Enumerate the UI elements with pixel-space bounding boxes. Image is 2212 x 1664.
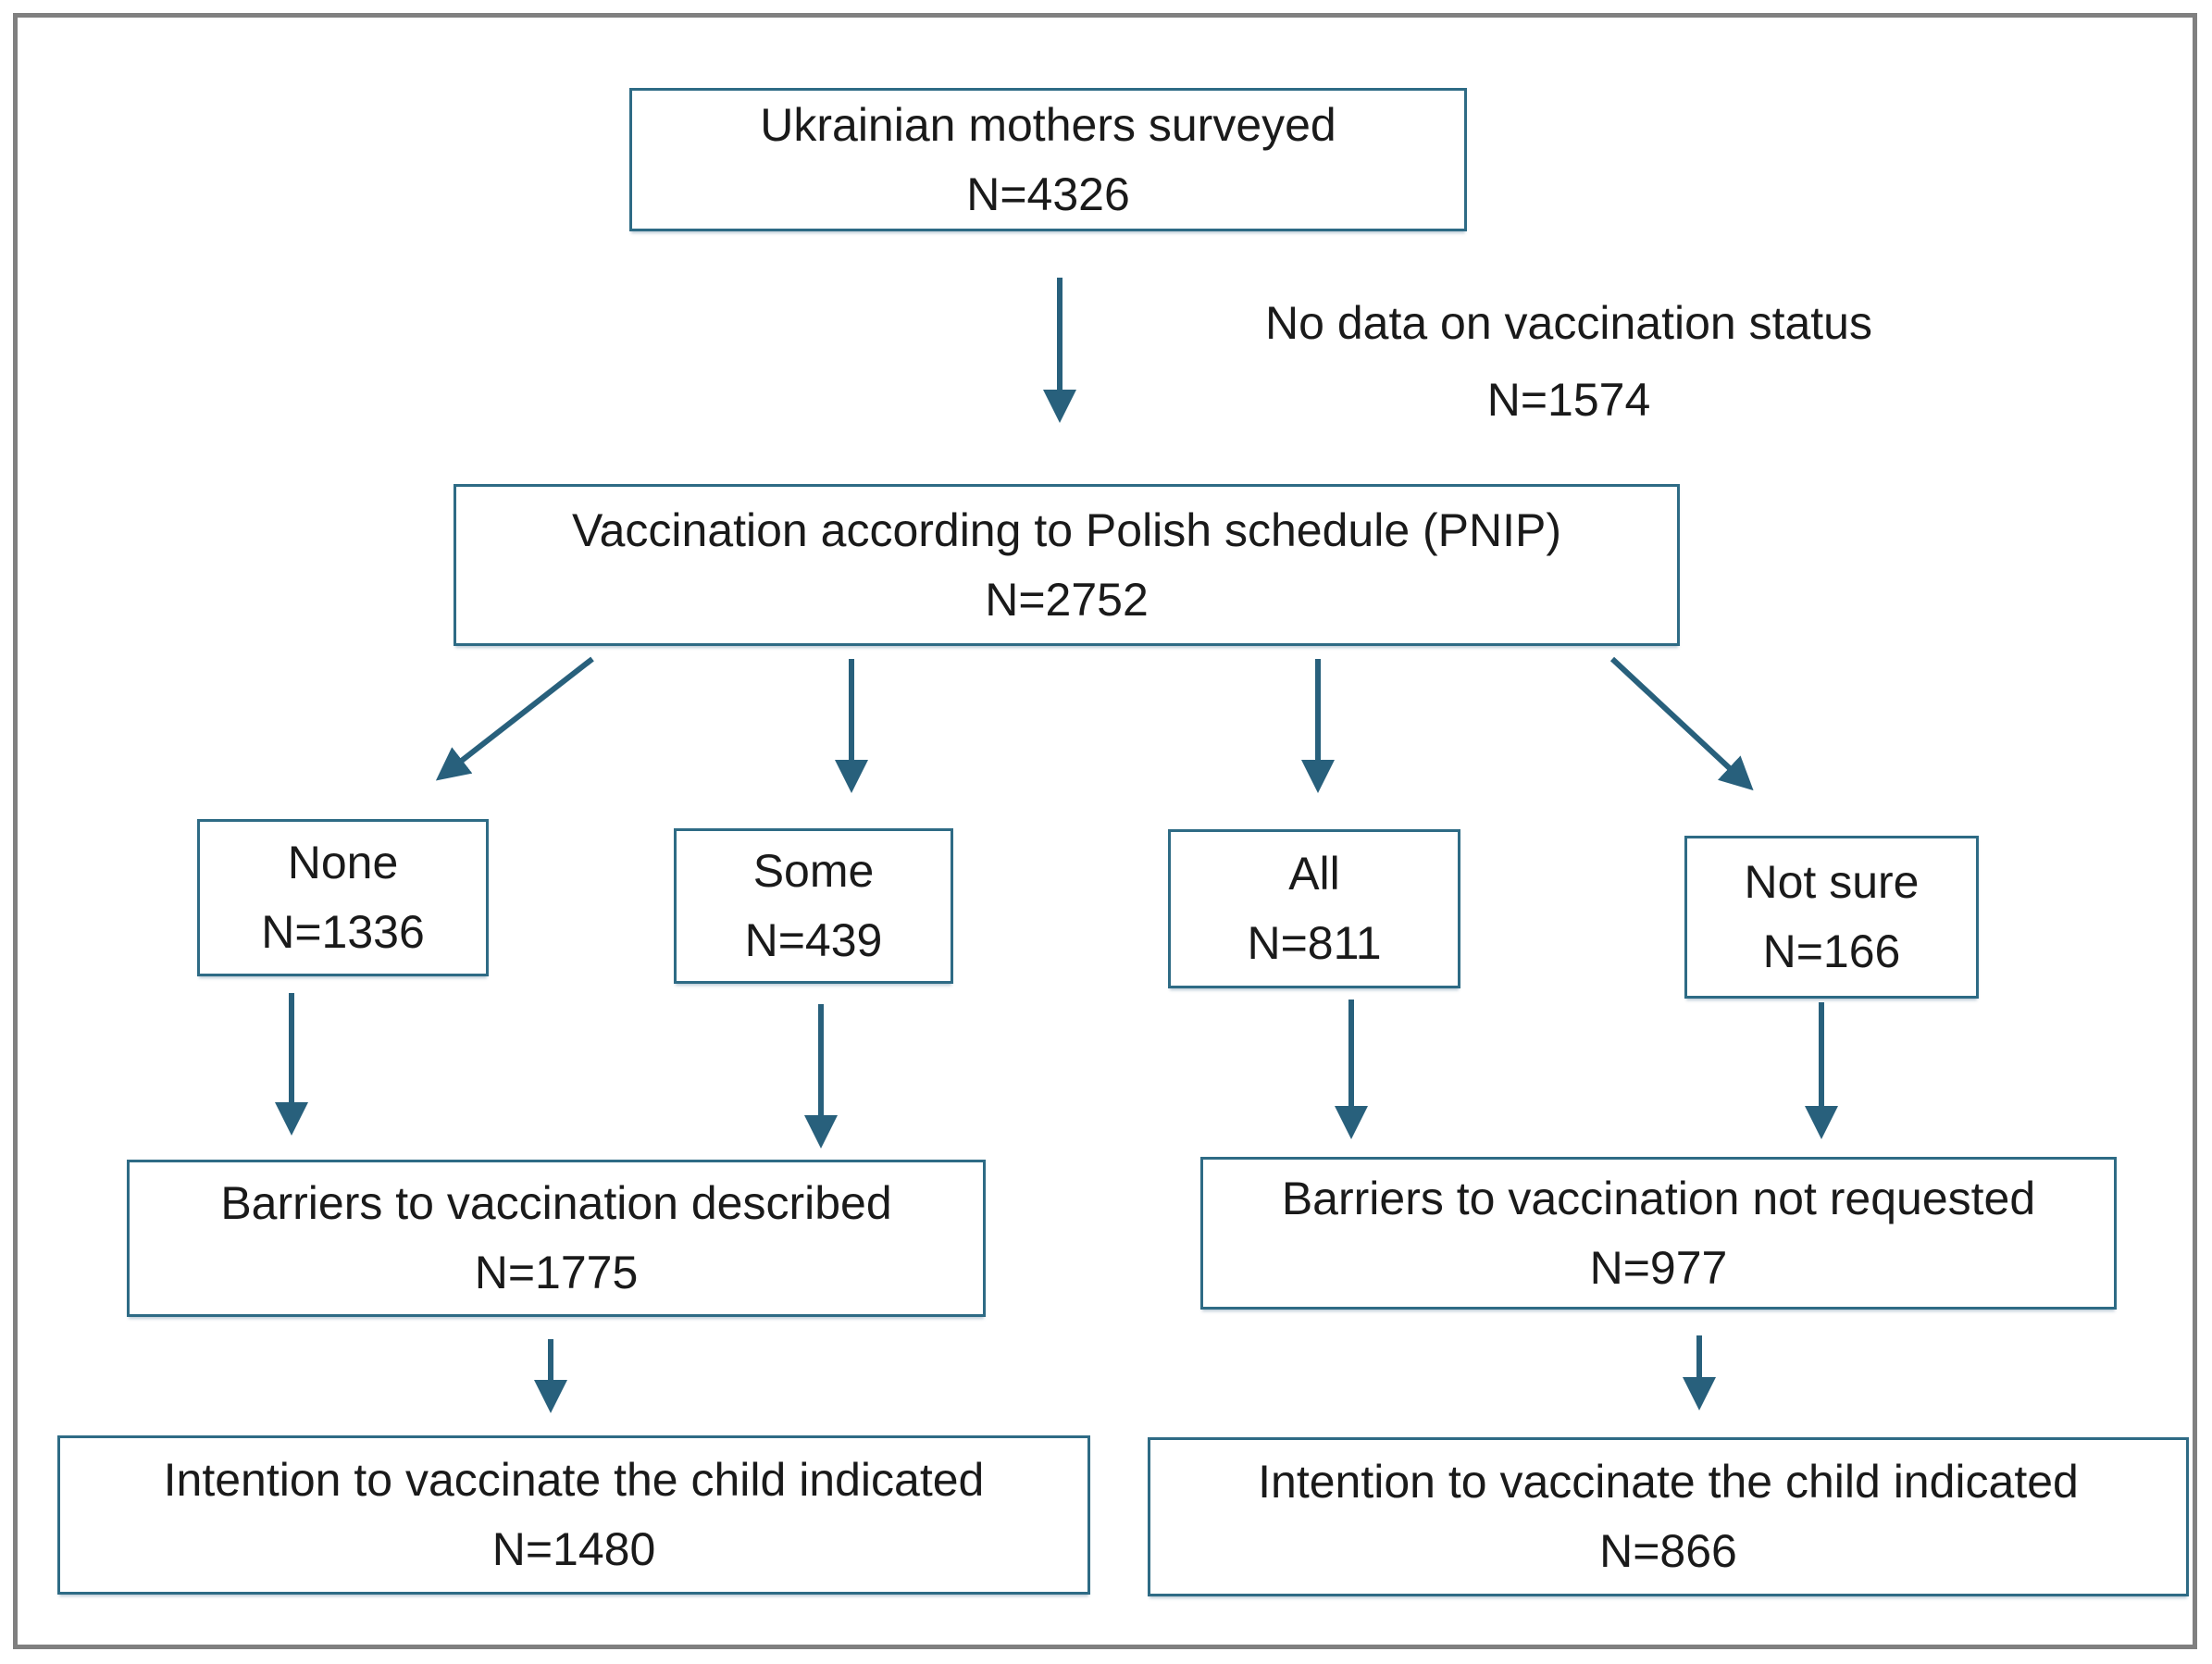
node-barriers-described: Barriers to vaccination described N=1775 xyxy=(127,1160,986,1317)
node-barriers-described-count: N=1775 xyxy=(474,1247,639,1298)
node-all: All N=811 xyxy=(1168,829,1460,988)
node-not-sure: Not sure N=166 xyxy=(1684,836,1979,999)
node-barriers-not-requested-label: Barriers to vaccination not requested xyxy=(1281,1172,2036,1224)
node-all-label: All xyxy=(1288,848,1340,900)
annotation-excluded: No data on vaccination status N=1574 xyxy=(1185,285,1953,439)
node-surveyed: Ukrainian mothers surveyed N=4326 xyxy=(629,88,1467,231)
node-intention-left: Intention to vaccinate the child indicat… xyxy=(57,1435,1090,1595)
node-barriers-described-label: Barriers to vaccination described xyxy=(220,1177,892,1229)
annotation-excluded-label: No data on vaccination status xyxy=(1265,297,1872,349)
node-intention-right: Intention to vaccinate the child indicat… xyxy=(1148,1437,2189,1596)
node-intention-left-count: N=1480 xyxy=(491,1523,656,1575)
node-not-sure-label: Not sure xyxy=(1744,856,1920,908)
node-all-count: N=811 xyxy=(1247,917,1382,969)
node-some: Some N=439 xyxy=(674,828,953,984)
node-pnip-label: Vaccination according to Polish schedule… xyxy=(571,503,1562,556)
annotation-excluded-count: N=1574 xyxy=(1486,374,1651,426)
node-some-label: Some xyxy=(752,845,875,897)
diagram-outer-frame xyxy=(13,13,2197,1649)
node-intention-right-label: Intention to vaccinate the child indicat… xyxy=(1258,1456,2079,1508)
node-surveyed-count: N=4326 xyxy=(966,168,1130,220)
node-surveyed-label: Ukrainian mothers surveyed xyxy=(760,98,1336,151)
node-barriers-not-requested: Barriers to vaccination not requested N=… xyxy=(1200,1157,2117,1310)
node-none: None N=1336 xyxy=(197,819,489,976)
node-some-count: N=439 xyxy=(744,914,883,966)
node-not-sure-count: N=166 xyxy=(1762,925,1901,977)
node-barriers-not-requested-count: N=977 xyxy=(1589,1241,1728,1294)
node-intention-right-count: N=866 xyxy=(1599,1525,1737,1577)
node-pnip-count: N=2752 xyxy=(985,573,1149,626)
node-none-count: N=1336 xyxy=(261,906,425,958)
node-intention-left-label: Intention to vaccinate the child indicat… xyxy=(163,1454,985,1506)
node-pnip: Vaccination according to Polish schedule… xyxy=(454,484,1680,646)
node-none-label: None xyxy=(287,837,399,888)
